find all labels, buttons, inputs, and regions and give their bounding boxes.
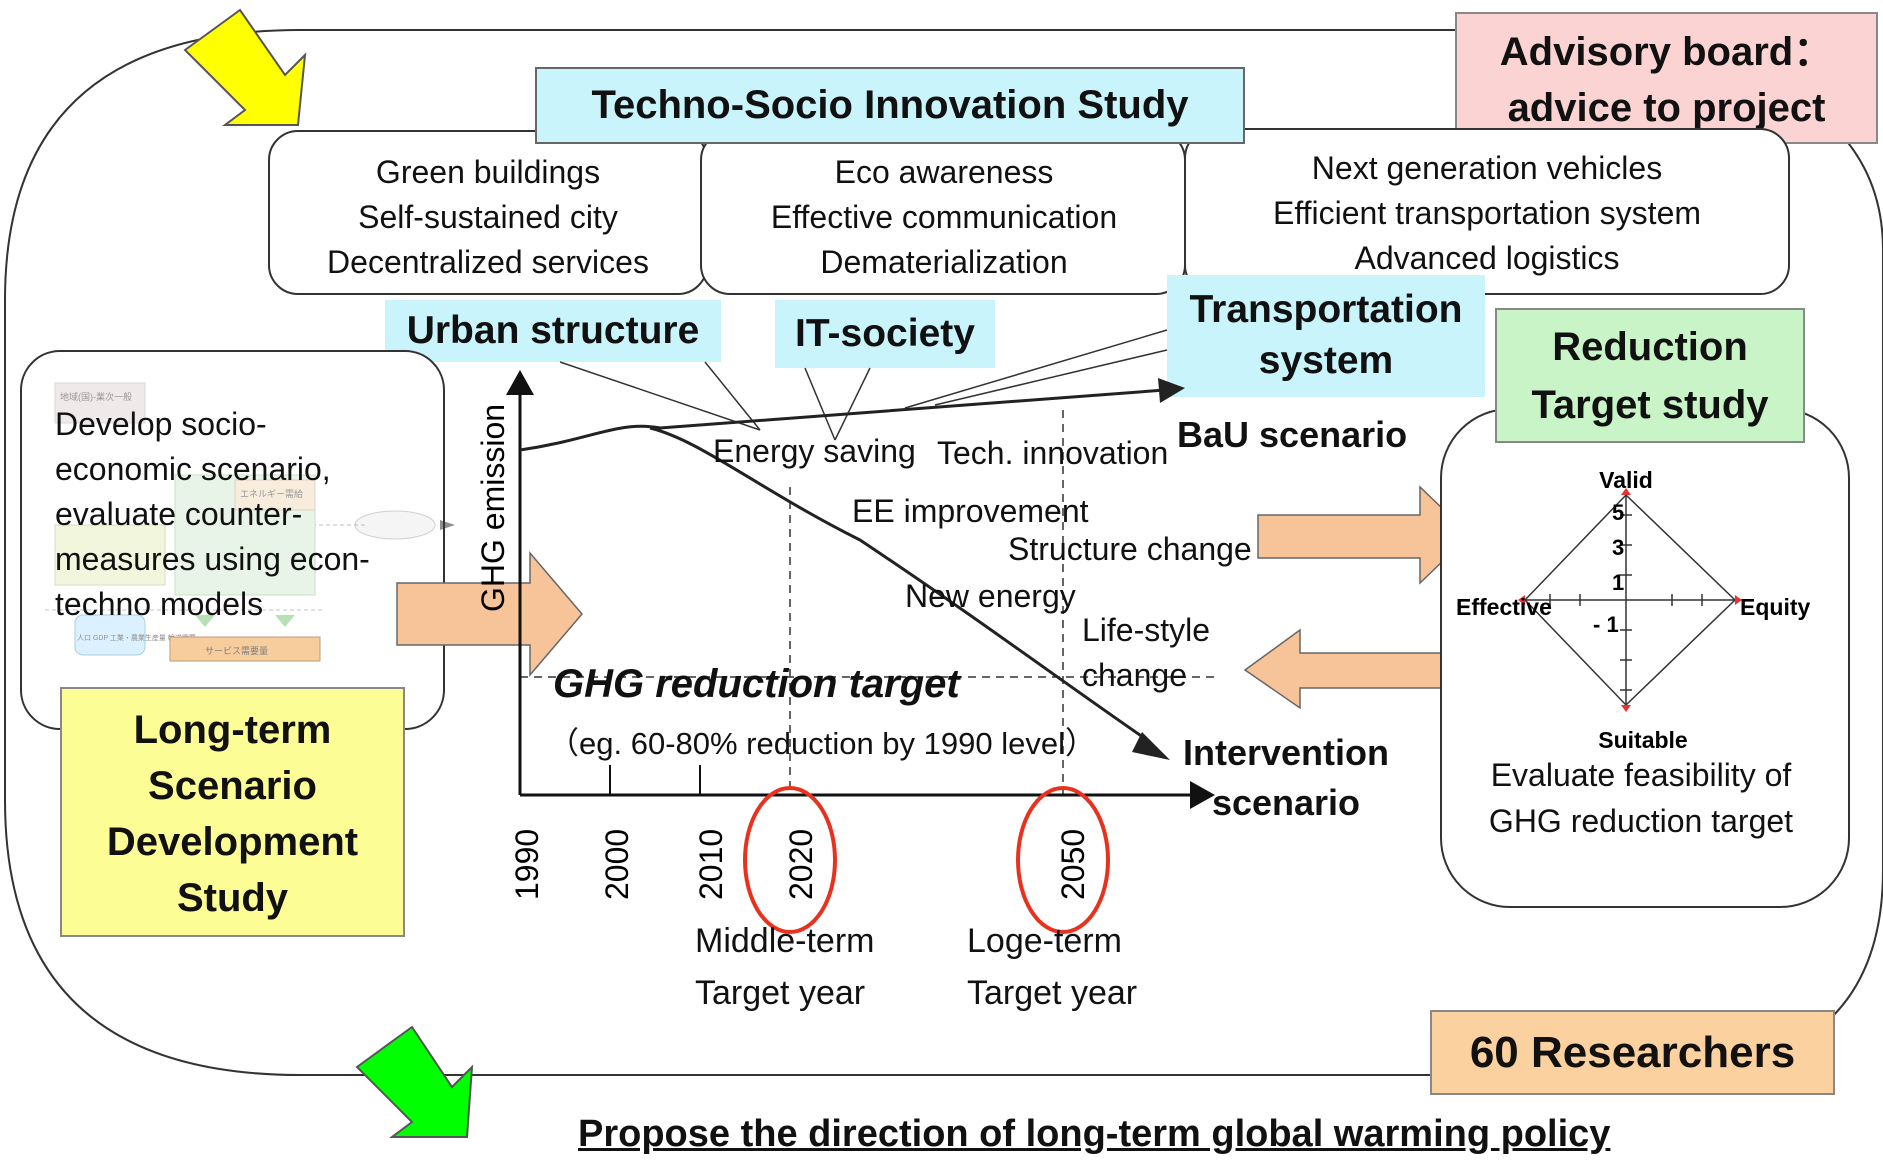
urban-category-box <box>268 130 708 295</box>
y-axis-label: GHG emission <box>475 404 511 612</box>
ghg-reduction-target-title: GHG reduction target <box>553 662 960 706</box>
it-category-list: Eco awareness Effective communication De… <box>702 150 1186 285</box>
category-item: Decentralized services <box>327 244 649 280</box>
year-label: 2000 <box>599 829 635 900</box>
radar-right-label: Equity <box>1740 594 1810 620</box>
radar-left-label: Effective <box>1456 594 1552 620</box>
radar-tick: 1 <box>1612 570 1624 595</box>
structure-change-label: Structure change <box>1008 531 1252 567</box>
transport-category-list: Next generation vehicles Efficient trans… <box>1186 146 1788 281</box>
thumb-text: 地域(国)-業次一般 <box>60 391 132 402</box>
intervention-scenario-label: Intervention scenario <box>1183 728 1389 828</box>
long-term-line1: Loge-term <box>967 922 1122 960</box>
evaluate-line1: Evaluate feasibility of <box>1490 757 1792 793</box>
thumb-text: サービス需要量 <box>205 646 268 656</box>
urban-category-list: Green buildings Self-sustained city Dece… <box>270 150 706 285</box>
reduction-target-line1: Reduction <box>1552 325 1748 369</box>
ee-improvement-label: EE improvement <box>852 493 1089 529</box>
year-label: 2020 <box>783 829 819 900</box>
tech-innovation-label: Tech. innovation <box>937 435 1169 471</box>
lifestyle-line2: change <box>1082 657 1187 693</box>
description-line: Develop socio- <box>55 406 267 442</box>
category-item: Advanced logistics <box>1354 240 1620 276</box>
techno-socio-title: Techno-Socio Innovation Study <box>535 67 1245 144</box>
lifestyle-change-label: Life-style change <box>1082 608 1210 698</box>
policy-footer: Propose the direction of long-term globa… <box>578 1113 1611 1155</box>
radar-tick: 5 <box>1612 500 1624 525</box>
long-term-line2: Target year <box>967 974 1138 1012</box>
year-label: 2050 <box>1055 829 1091 900</box>
advisory-board-box: Advisory board： advice to project <box>1455 12 1878 144</box>
description-line: economic scenario, <box>55 451 331 487</box>
reduction-target-box: Reduction Target study <box>1495 308 1805 443</box>
category-item: Eco awareness <box>834 154 1054 190</box>
middle-term-line1: Middle-term <box>695 922 875 960</box>
thumb-text: エネルギー需給 <box>240 488 303 499</box>
long-term-line: Long-term <box>133 708 332 752</box>
advisory-board-subtitle: advice to project <box>1507 86 1826 130</box>
transportation-system-label: Transportation system <box>1167 275 1485 397</box>
year-label: 1990 <box>509 829 545 900</box>
energy-saving-label: Energy saving <box>713 433 916 469</box>
category-item: Efficient transportation system <box>1272 195 1702 231</box>
long-term-line: Development <box>106 820 359 864</box>
description-line: techno models <box>55 586 264 622</box>
advisory-board-title: Advisory board： <box>1499 30 1834 74</box>
radar-top-label: Valid <box>1599 467 1653 493</box>
transportation-line2: system <box>1258 339 1394 382</box>
yellow-cycle-arrow <box>183 8 307 126</box>
it-society-label: IT-society <box>775 300 995 368</box>
radar-tick: - 1 <box>1593 612 1619 637</box>
middle-term-line2: Target year <box>695 974 866 1012</box>
researchers-box: 60 Researchers <box>1430 1010 1835 1095</box>
green-cycle-arrow <box>355 1025 474 1138</box>
bau-scenario-label: BaU scenario <box>1177 414 1408 455</box>
evaluate-line2: GHG reduction target <box>1488 803 1794 839</box>
long-term-line: Scenario <box>148 764 317 808</box>
category-item: Dematerialization <box>820 244 1068 280</box>
long-term-scenario-box: Long-term Scenario Development Study <box>60 687 405 937</box>
lifestyle-line1: Life-style <box>1082 612 1211 648</box>
left-panel-description: Develop socio- economic scenario, evalua… <box>55 402 370 627</box>
urban-structure-label: Urban structure <box>385 300 721 362</box>
long-term-target-label: Loge-term Target year <box>967 915 1137 1019</box>
transportation-line1: Transportation <box>1189 288 1463 332</box>
long-term-line: Study <box>176 876 289 920</box>
year-label: 2010 <box>693 829 729 900</box>
radar-tick: 3 <box>1612 535 1624 560</box>
description-line: measures using econ- <box>55 541 370 577</box>
model-diagram-thumbnail: 地域(国)-業次一般 エネルギー需給 人口 GDP 工業・農業生産量 輸送需要 … <box>45 382 455 662</box>
transport-category-box <box>1184 128 1790 295</box>
radar-chart: Valid Effective Equity Suitable 5 3 1 - … <box>1456 467 1810 753</box>
evaluate-feasibility-text: Evaluate feasibility of GHG reduction ta… <box>1443 752 1839 844</box>
intervention-line2: scenario <box>1211 782 1361 823</box>
new-energy-label: New energy <box>905 578 1076 614</box>
middle-term-label: Middle-term Target year <box>695 915 874 1019</box>
category-item: Green buildings <box>375 154 601 190</box>
evaluation-panel <box>1440 408 1850 908</box>
category-item: Self-sustained city <box>358 199 618 235</box>
thumb-text: 人口 GDP 工業・農業生産量 輸送需要 <box>77 633 196 642</box>
description-line: evaluate counter- <box>55 496 303 532</box>
radar-bottom-label: Suitable <box>1598 727 1687 753</box>
category-item: Effective communication <box>770 199 1118 235</box>
reduction-target-line2: Target study <box>1531 383 1769 427</box>
intervention-line1: Intervention <box>1183 732 1390 773</box>
ghg-reduction-target-note: （eg. 60-80% reduction by 1990 level） <box>548 726 1096 761</box>
category-item: Next generation vehicles <box>1311 150 1663 186</box>
